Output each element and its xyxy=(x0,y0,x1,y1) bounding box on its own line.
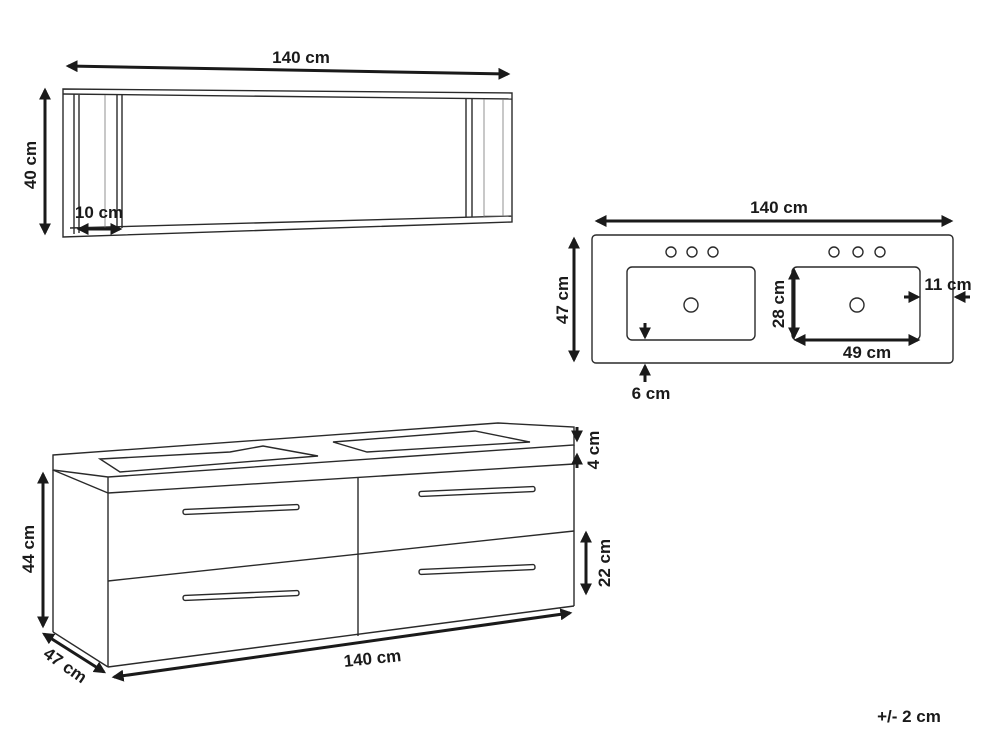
mirror-shelf-depth-dimension: 10 cm xyxy=(75,203,123,235)
top-thickness-label: 4 cm xyxy=(584,431,603,470)
countertop-top-view xyxy=(591,234,954,364)
front-margin-dimension: 6 cm xyxy=(632,323,671,403)
countertop-width-dimension: 140 cm xyxy=(594,198,954,227)
drawer-height-dimension: 22 cm xyxy=(580,530,614,596)
drawer-height-label: 22 cm xyxy=(595,539,614,587)
mirror-width-dimension: 140 cm xyxy=(65,48,511,80)
side-margin-label: 11 cm xyxy=(924,275,971,294)
cabinet-height-label: 44 cm xyxy=(19,525,38,573)
tolerance-label: +/- 2 cm xyxy=(877,707,941,726)
cabinet-width-label: 140 cm xyxy=(343,646,402,671)
basin-width-label: 49 cm xyxy=(843,343,891,362)
front-margin-label: 6 cm xyxy=(632,384,671,403)
top-thickness-dimension: 4 cm xyxy=(571,427,603,470)
basin-height-label: 28 cm xyxy=(769,280,788,328)
cabinet-depth-dimension: 47 cm xyxy=(40,632,107,687)
mirror-shelf-depth-label: 10 cm xyxy=(75,203,123,222)
cabinet-width-dimension: 140 cm xyxy=(111,608,573,682)
cabinet-height-dimension: 44 cm xyxy=(19,471,49,629)
countertop-depth-label: 47 cm xyxy=(553,276,572,324)
countertop-width-label: 140 cm xyxy=(750,198,808,217)
countertop-depth-dimension: 47 cm xyxy=(553,236,580,363)
basin-width-dimension: 49 cm xyxy=(793,334,921,362)
cabinet-front-view xyxy=(52,422,575,668)
mirror-width-label: 140 cm xyxy=(272,48,330,67)
side-margin-dimension: 11 cm xyxy=(904,275,972,303)
mirror-drawing xyxy=(62,88,513,238)
basin-height-dimension: 28 cm xyxy=(769,267,800,340)
mirror-height-label: 40 cm xyxy=(21,141,40,189)
mirror-height-dimension: 40 cm xyxy=(21,87,51,236)
